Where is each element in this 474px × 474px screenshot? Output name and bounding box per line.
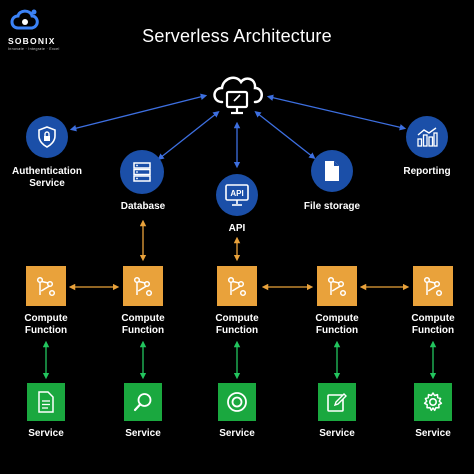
arrow-cloud-database bbox=[157, 110, 220, 161]
nodes-graph-icon bbox=[36, 276, 56, 297]
arrow-cloud-auth bbox=[69, 93, 208, 132]
database-label: Database bbox=[120, 201, 166, 212]
brand-logo bbox=[8, 6, 68, 50]
service-label: Service bbox=[125, 428, 161, 439]
chart-icon bbox=[417, 127, 438, 147]
brand-name: SOBONIX bbox=[8, 36, 56, 46]
compute-function-label: Compute Function bbox=[411, 313, 455, 336]
cloud-monitor-icon bbox=[213, 76, 263, 115]
service-node bbox=[318, 383, 356, 421]
reporting-label: Reporting bbox=[403, 166, 451, 177]
search-icon bbox=[133, 393, 152, 412]
compute-function-node bbox=[217, 266, 257, 306]
shield-lock-icon bbox=[38, 126, 56, 148]
api-node: API bbox=[216, 174, 258, 216]
server-icon bbox=[133, 162, 151, 182]
nodes-graph-icon bbox=[327, 276, 347, 297]
arrow-cloud-reporting bbox=[266, 94, 407, 131]
file-storage-node bbox=[311, 150, 353, 192]
service-label: Service bbox=[219, 428, 255, 439]
brand-logo-icon bbox=[10, 9, 39, 30]
edit-icon bbox=[327, 393, 347, 412]
api-monitor-icon: API bbox=[225, 184, 249, 206]
gear-icon bbox=[423, 392, 443, 412]
page-title: Serverless Architecture bbox=[142, 26, 332, 46]
compute-function-label: Compute Function bbox=[315, 313, 359, 336]
service-node bbox=[124, 383, 162, 421]
api-label: API bbox=[228, 223, 246, 234]
service-label: Service bbox=[28, 428, 64, 439]
cloud-node bbox=[208, 68, 266, 120]
reporting-node bbox=[406, 116, 448, 158]
compute-function-label: Compute Function bbox=[24, 313, 68, 336]
compute-function-node bbox=[413, 266, 453, 306]
compute-function-label: Compute Function bbox=[121, 313, 165, 336]
file-icon bbox=[325, 161, 339, 181]
service-label: Service bbox=[319, 428, 355, 439]
database-node bbox=[120, 150, 164, 194]
auth-node bbox=[26, 116, 68, 158]
service-node bbox=[414, 383, 452, 421]
brand-tagline: Innovate · Integrate · Excel bbox=[8, 47, 60, 51]
target-icon bbox=[227, 392, 247, 412]
arrow-cloud-filestorage bbox=[254, 110, 316, 160]
compute-function-node bbox=[317, 266, 357, 306]
service-node bbox=[27, 383, 65, 421]
file-storage-label: File storage bbox=[303, 201, 361, 212]
auth-label: Authentication Service bbox=[12, 166, 82, 189]
nodes-graph-icon bbox=[133, 276, 153, 297]
service-label: Service bbox=[415, 428, 451, 439]
nodes-graph-icon bbox=[227, 276, 247, 297]
nodes-graph-icon bbox=[423, 276, 443, 297]
service-node bbox=[218, 383, 256, 421]
compute-function-node bbox=[26, 266, 66, 306]
api-icon-text: API bbox=[230, 189, 243, 198]
compute-function-node bbox=[123, 266, 163, 306]
compute-function-label: Compute Function bbox=[215, 313, 259, 336]
document-icon bbox=[38, 391, 54, 413]
